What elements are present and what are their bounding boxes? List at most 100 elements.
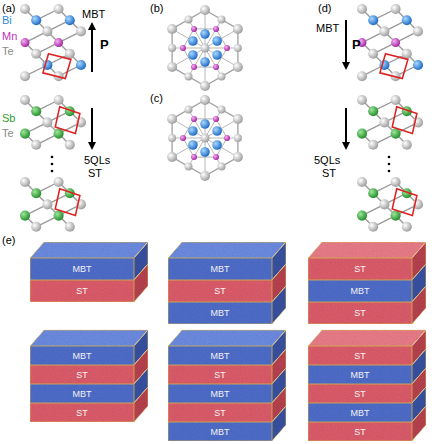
layer-slab: MBT (168, 422, 272, 441)
slab-front (30, 403, 134, 422)
panel-label: (a) (2, 2, 15, 14)
top-view-cell (167, 95, 243, 181)
stack-top-face (308, 330, 426, 346)
layer-slab: MBT (30, 384, 134, 403)
slab-shape (308, 422, 426, 441)
polarization-arrow (345, 20, 347, 66)
layer-label: MBT (30, 384, 134, 403)
layer-label: MBT (30, 258, 134, 280)
layer-label: MBT (30, 346, 134, 365)
slab-front (168, 365, 272, 384)
slab-shape (308, 302, 426, 324)
layer-label: ST (168, 403, 272, 422)
layer-name: MBT (82, 8, 105, 20)
slab-front (168, 258, 272, 280)
layer-label: ST (168, 365, 272, 384)
layer-label: MBT (168, 346, 272, 365)
layer-label: ST (308, 422, 412, 441)
slab-front (308, 258, 412, 280)
ellipsis-dot (51, 170, 54, 173)
layer-label: MBT (308, 365, 412, 384)
stack-tops (30, 242, 426, 346)
ellipsis-dot (388, 156, 391, 159)
slab-side (412, 286, 426, 324)
layer-label: MBT (168, 302, 272, 324)
layer-slab: MBT (168, 258, 272, 280)
layer-slab: MBT (168, 302, 272, 324)
layer-slab: ST (308, 302, 412, 324)
layer-label: ST (30, 403, 134, 422)
slab-side (272, 286, 286, 324)
slab-shape (30, 403, 148, 422)
layer-label: MBT (308, 280, 412, 302)
slab-front (30, 365, 134, 384)
layer-slab: ST (168, 280, 272, 302)
layer-label: ST (30, 280, 134, 302)
slab-front (308, 346, 412, 365)
slab-front (308, 365, 412, 384)
layer-label: ST (30, 365, 134, 384)
slab-shape (30, 280, 148, 302)
stack-top-face (30, 330, 148, 346)
slab-shape (168, 280, 286, 302)
slab-front (30, 346, 134, 365)
slab-front (168, 403, 272, 422)
layer-slab: MBT (30, 346, 134, 365)
slab-side (134, 264, 148, 302)
slab-shape (308, 384, 426, 403)
slab-side (412, 406, 426, 441)
slab-shape (30, 365, 148, 384)
slab-shape (308, 258, 426, 280)
panel-label: (d) (318, 2, 331, 14)
stack-top-face (168, 330, 286, 346)
slab-front (308, 384, 412, 403)
slab-front (30, 258, 134, 280)
slab-front (168, 280, 272, 302)
layer-slab: ST (30, 280, 134, 302)
st-structure (357, 95, 423, 150)
slab-front (168, 346, 272, 365)
mbt-structure (357, 4, 423, 81)
layer-label: ST (308, 302, 412, 324)
layer-slab: MBT (308, 280, 412, 302)
slab-front (168, 422, 272, 441)
panel-label: (c) (150, 92, 163, 104)
element-label: Te (2, 45, 14, 57)
polarization-label: P (352, 38, 361, 52)
st-structure (20, 95, 86, 150)
slab-front (30, 384, 134, 403)
panel-label: (e) (2, 234, 15, 246)
slab-side (272, 406, 286, 441)
layer-name: ST (88, 167, 102, 179)
element-label: Te (2, 127, 14, 139)
panel-label: (b) (150, 2, 163, 14)
polarization-label: P (100, 38, 109, 52)
slab-front (308, 280, 412, 302)
polarization-arrow (91, 108, 93, 146)
layer-slab: ST (168, 403, 272, 422)
mbt-structure (20, 4, 86, 81)
layer-slab: MBT (308, 365, 412, 384)
ellipsis-dot (51, 156, 54, 159)
layer-label: ST (168, 280, 272, 302)
slab-side (134, 387, 148, 422)
ellipsis-dot (51, 163, 54, 166)
slab-shape (168, 403, 286, 422)
element-label: Mn (2, 30, 17, 42)
st-structure (357, 177, 423, 232)
st-structure (20, 177, 86, 232)
slab-front (308, 403, 412, 422)
layer-slab: ST (308, 422, 412, 441)
ellipsis-dot (388, 170, 391, 173)
slab-front (30, 280, 134, 302)
slab-front (168, 302, 272, 324)
layer-label: MBT (308, 403, 412, 422)
layer-slab: ST (30, 403, 134, 422)
layer-slab: MBT (168, 346, 272, 365)
layer-slab: MBT (308, 403, 412, 422)
layer-label: MBT (168, 422, 272, 441)
stack-top-face (30, 242, 148, 258)
element-label: Bi (2, 14, 12, 26)
